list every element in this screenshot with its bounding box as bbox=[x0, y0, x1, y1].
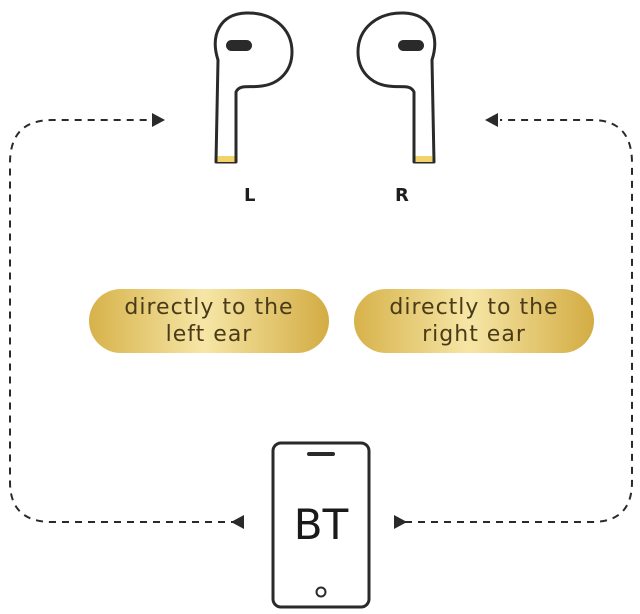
right-earbud-icon bbox=[356, 11, 437, 164]
right-ear-note: directly to the right ear bbox=[354, 289, 594, 353]
right-note-line-2: right ear bbox=[422, 322, 526, 347]
left-note-line-1: directly to the bbox=[124, 295, 294, 320]
phone-bt-label: BT bbox=[293, 500, 349, 549]
left-ear-label: L bbox=[244, 185, 256, 206]
phone-icon bbox=[271, 441, 371, 609]
left-note-line-2: left ear bbox=[165, 322, 253, 347]
left-earbud-arrow-icon bbox=[152, 113, 165, 127]
right-earbud-arrow-icon bbox=[485, 113, 498, 127]
left-ear-note: directly to the left ear bbox=[89, 289, 329, 353]
left-phone-arrow-icon bbox=[231, 515, 244, 529]
right-phone-arrow-icon bbox=[394, 515, 407, 529]
right-note-line-1: directly to the bbox=[389, 295, 559, 320]
left-earbud-icon bbox=[213, 11, 294, 164]
right-ear-label: R bbox=[395, 185, 409, 206]
